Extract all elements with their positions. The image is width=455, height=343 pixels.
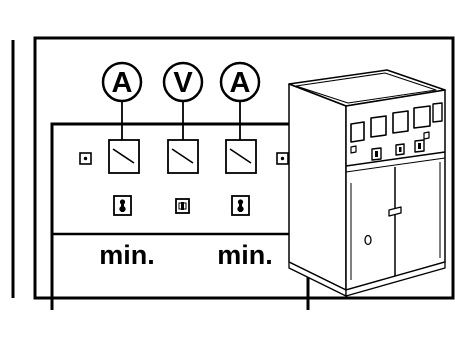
- selector-switch-left: [113, 195, 132, 216]
- ammeter-left-symbol: A: [112, 67, 133, 99]
- selector-switch-right: [231, 195, 250, 216]
- ammeter-right: A: [219, 61, 261, 174]
- min-label-right: min.: [217, 240, 273, 270]
- control-panel: A V A: [50, 61, 310, 310]
- ammeter-right-needle: [229, 148, 252, 164]
- switchgear-cabinet: [288, 69, 446, 297]
- ammeter-right-symbol: A: [230, 67, 251, 99]
- cabinet-meter-1: [350, 121, 365, 143]
- voltmeter-center: V: [162, 61, 204, 174]
- ammeter-left: A: [101, 61, 143, 174]
- ammeter-left-needle: [112, 148, 135, 164]
- selector-switch-center: [175, 198, 190, 214]
- min-label-left: min.: [99, 240, 155, 270]
- cabinet-meter-2: [370, 115, 387, 138]
- cabinet-door-handle: [388, 206, 402, 217]
- voltmeter-needle: [171, 148, 194, 164]
- pilot-lamp-left: [79, 152, 92, 165]
- voltmeter-symbol: V: [173, 67, 193, 99]
- pilot-lamp-right: [276, 152, 289, 165]
- cabinet-meter-4: [413, 105, 431, 129]
- cabinet-keyhole: [364, 234, 372, 246]
- cabinet-meter-3: [392, 110, 409, 134]
- cabinet-side: [288, 83, 347, 291]
